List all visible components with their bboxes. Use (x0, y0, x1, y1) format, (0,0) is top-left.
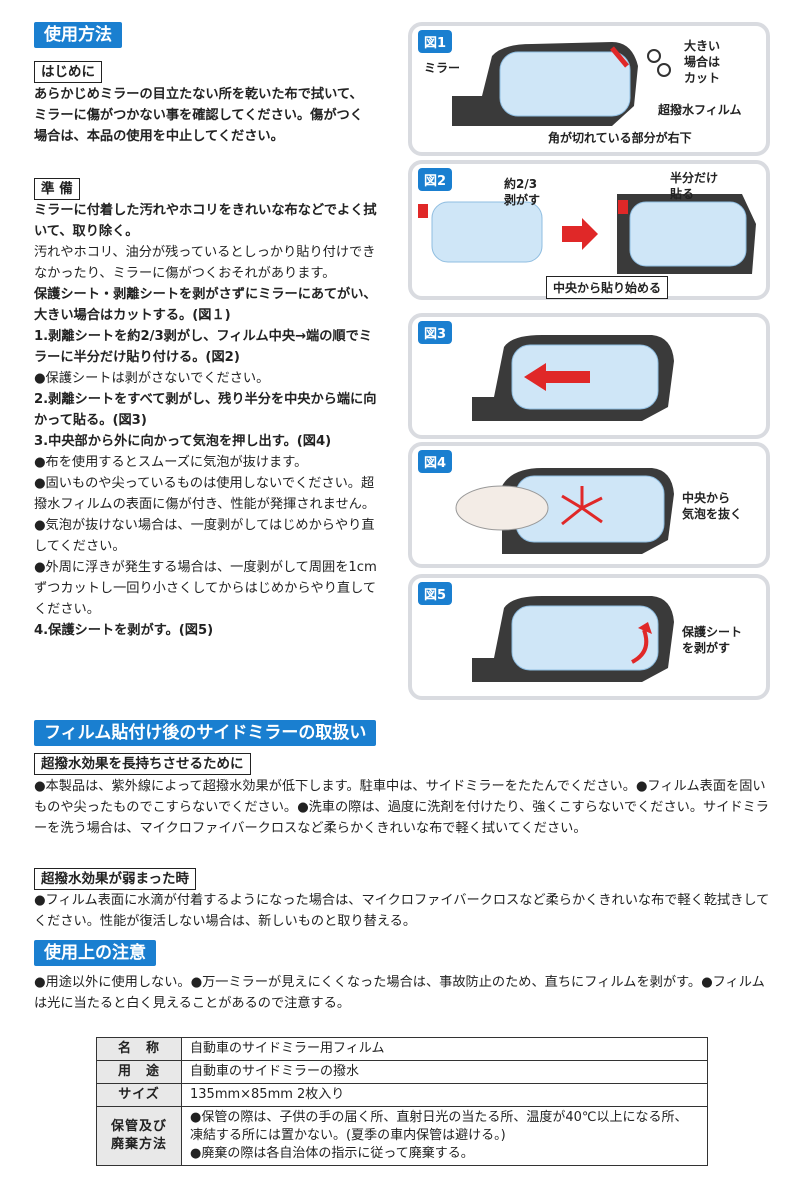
mirror-illustration-1 (452, 42, 671, 126)
step-4: 4.保護シートを剥がす。(図5) (34, 623, 214, 638)
spec-store-line2: ●廃棄の際は各自治体の指示に従って廃棄する。 (190, 1146, 474, 1161)
spec-table: 名 称 自動車のサイドミラー用フィルム 用 途 自動車のサイドミラーの撥水 サイ… (96, 1037, 708, 1166)
note-4: ●気泡が抜けない場合は、一度剥がしてはじめからやり直してください。 (34, 518, 375, 554)
spec-store-key: 保管及び 廃棄方法 (96, 1106, 182, 1166)
intro-text: あらかじめミラーの目立たない所を乾いた布で拭いて、ミラーに傷がつかない事を確認し… (34, 87, 363, 144)
prep-line1: ミラーに付着した汚れやホコリをきれいな布などでよく拭いて、取り除く。 (34, 203, 377, 239)
caution-heading: 使用上の注意 (34, 940, 156, 966)
mirror-illustration-2 (418, 194, 756, 274)
label-cut: 大きい 場合は カット (684, 39, 721, 85)
figure-1-tag: 図1 (418, 30, 453, 53)
prep-line3: 保護シート・剥離シートを剥がさずにミラーにあてがい、大きい場合はカットする。(図… (34, 287, 377, 323)
figure-5-panel: 図5 保護シート を剥がす (408, 574, 770, 700)
note-5: ●外周に浮きが発生する場合は、一度剥がして周囲を1cmずつカットし一回り小さくし… (34, 560, 377, 617)
step-2: 2.剥離シートをすべて剥がし、残り半分を中央から端に向かって貼る。(図3) (34, 392, 377, 428)
figure-4-panel: 図4 中央から 気泡を抜く (408, 442, 770, 568)
spec-name-key: 名 称 (96, 1037, 182, 1061)
label-bubbles: 中央から 気泡を抜く (682, 491, 743, 521)
spec-size-value: 135mm×85mm 2枚入り (181, 1083, 708, 1107)
after-text1: ●本製品は、紫外線によって超撥水効果が低下します。駐車中は、サイドミラーをたたん… (34, 779, 769, 836)
label-mirror: ミラー (424, 61, 461, 75)
after-sub1: 超撥水効果を長持ちさせるために (34, 753, 251, 775)
note-3: ●固いものや尖っているものは使用しないでください。超撥水フィルムの表面に傷が付き… (34, 476, 376, 512)
label-corner: 角が切れている部分が右下 (548, 131, 692, 145)
mirror-illustration-4 (455, 468, 674, 554)
step-1: 1.剥離シートを約2/3剥がし、フィルム中央→端の順でミラーに半分だけ貼り付ける… (34, 329, 372, 365)
table-row: 名 称 自動車のサイドミラー用フィルム (96, 1037, 708, 1061)
figure-2-panel: 図2 約2/3 剥がす 半分だけ 貼る 中央から貼り始める (408, 160, 770, 300)
label-film: 超撥水フィルム (658, 103, 742, 117)
figure-2-tag: 図2 (418, 168, 453, 191)
label-protect: 保護シート を剥がす (682, 625, 743, 655)
spec-use-key: 用 途 (96, 1060, 182, 1084)
prep-line2: 汚れやホコリ、油分が残っているとしっかり貼り付けできなかったり、ミラーに傷がつく… (34, 245, 376, 281)
table-row: 保管及び 廃棄方法 ●保管の際は、子供の手の届く所、直射日光の当たる所、温度が4… (96, 1106, 708, 1166)
after-heading: フィルム貼付け後のサイドミラーの取扱い (34, 720, 377, 746)
label-half: 半分だけ 貼る (670, 171, 719, 201)
spec-store-value: ●保管の際は、子供の手の届く所、直射日光の当たる所、温度が40℃以上になる所、凍… (181, 1106, 708, 1166)
note-1: ●保護シートは剥がさないでください。 (34, 371, 270, 386)
note-2: ●布を使用するとスムーズに気泡が抜けます。 (34, 455, 308, 470)
prep-subheading: 準 備 (34, 178, 80, 200)
figure-4-tag: 図4 (418, 450, 453, 473)
figure-3-panel: 図3 (408, 313, 770, 439)
figure-3-tag: 図3 (418, 321, 453, 344)
table-row: 用 途 自動車のサイドミラーの撥水 (96, 1060, 708, 1084)
prep-body: ミラーに付着した汚れやホコリをきれいな布などでよく拭いて、取り除く。 汚れやホコ… (34, 200, 379, 641)
spec-store-line1: ●保管の際は、子供の手の届く所、直射日光の当たる所、温度が40℃以上になる所、凍… (190, 1110, 688, 1143)
caution-text: ●用途以外に使用しない。●万一ミラーが見えにくくなった場合は、事故防止のため、直… (34, 975, 765, 1011)
table-row: サイズ 135mm×85mm 2枚入り (96, 1083, 708, 1107)
after-text2: ●フィルム表面に水滴が付着するようになった場合は、マイクロファイバークロスなど柔… (34, 893, 770, 929)
usage-heading: 使用方法 (34, 22, 122, 48)
label-peel: 約2/3 剥がす (504, 177, 541, 207)
label-center-start: 中央から貼り始める (546, 276, 669, 299)
figure-5-tag: 図5 (418, 582, 453, 605)
step-3: 3.中央部から外に向かって気泡を押し出す。(図4) (34, 434, 332, 449)
spec-name-value: 自動車のサイドミラー用フィルム (181, 1037, 708, 1061)
spec-size-key: サイズ (96, 1083, 182, 1107)
mirror-illustration-5 (472, 596, 674, 682)
after-sub2: 超撥水効果が弱まった時 (34, 868, 196, 890)
intro-subheading: はじめに (34, 61, 102, 83)
figure-1-panel: 図1 ミラー 大きい 場合は カット 超撥水フィルム 角が切れている部分が右下 (408, 22, 770, 156)
spec-use-value: 自動車のサイドミラーの撥水 (181, 1060, 708, 1084)
mirror-illustration-3 (472, 335, 674, 421)
